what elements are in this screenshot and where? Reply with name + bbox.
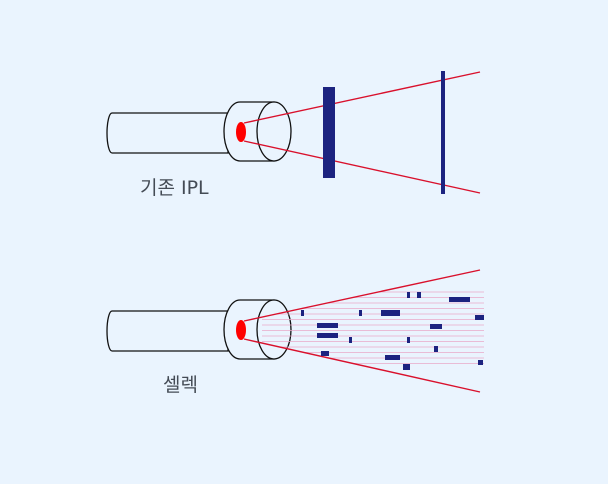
scatter-block bbox=[430, 324, 442, 329]
scatter-block bbox=[434, 346, 438, 352]
device-body-bottom bbox=[106, 310, 229, 352]
device-body-top bbox=[106, 112, 229, 154]
conventional-ipl-illustration bbox=[106, 71, 481, 194]
selective-illustration bbox=[106, 269, 484, 393]
light-beam-top bbox=[243, 71, 481, 194]
scatter-block bbox=[449, 297, 470, 302]
scatter-block bbox=[301, 310, 304, 316]
scatter-block bbox=[478, 360, 483, 365]
scatter-block bbox=[403, 364, 410, 370]
scatter-block bbox=[359, 310, 362, 316]
filter-block-thin bbox=[441, 71, 445, 194]
stripe-lines bbox=[262, 291, 484, 364]
device-head-top bbox=[223, 101, 292, 162]
filter-block-wide bbox=[323, 87, 335, 178]
scattered-blocks bbox=[301, 292, 484, 370]
lamp-top bbox=[236, 122, 246, 142]
lamp-bottom bbox=[236, 320, 246, 340]
scatter-block bbox=[317, 323, 338, 328]
scatter-block bbox=[317, 333, 338, 338]
scatter-block bbox=[385, 355, 400, 360]
scatter-block bbox=[407, 292, 410, 298]
light-beam-bottom bbox=[243, 269, 481, 393]
selective-label: 셀렉 bbox=[163, 374, 198, 396]
scatter-block bbox=[417, 292, 421, 298]
scatter-block bbox=[475, 315, 484, 320]
scatter-block bbox=[349, 337, 352, 343]
device-head-bottom bbox=[223, 299, 292, 360]
scatter-block bbox=[321, 351, 329, 356]
scatter-block bbox=[407, 337, 410, 343]
scatter-block bbox=[381, 310, 400, 316]
conventional-ipl-label: 기존 IPL bbox=[140, 177, 209, 199]
